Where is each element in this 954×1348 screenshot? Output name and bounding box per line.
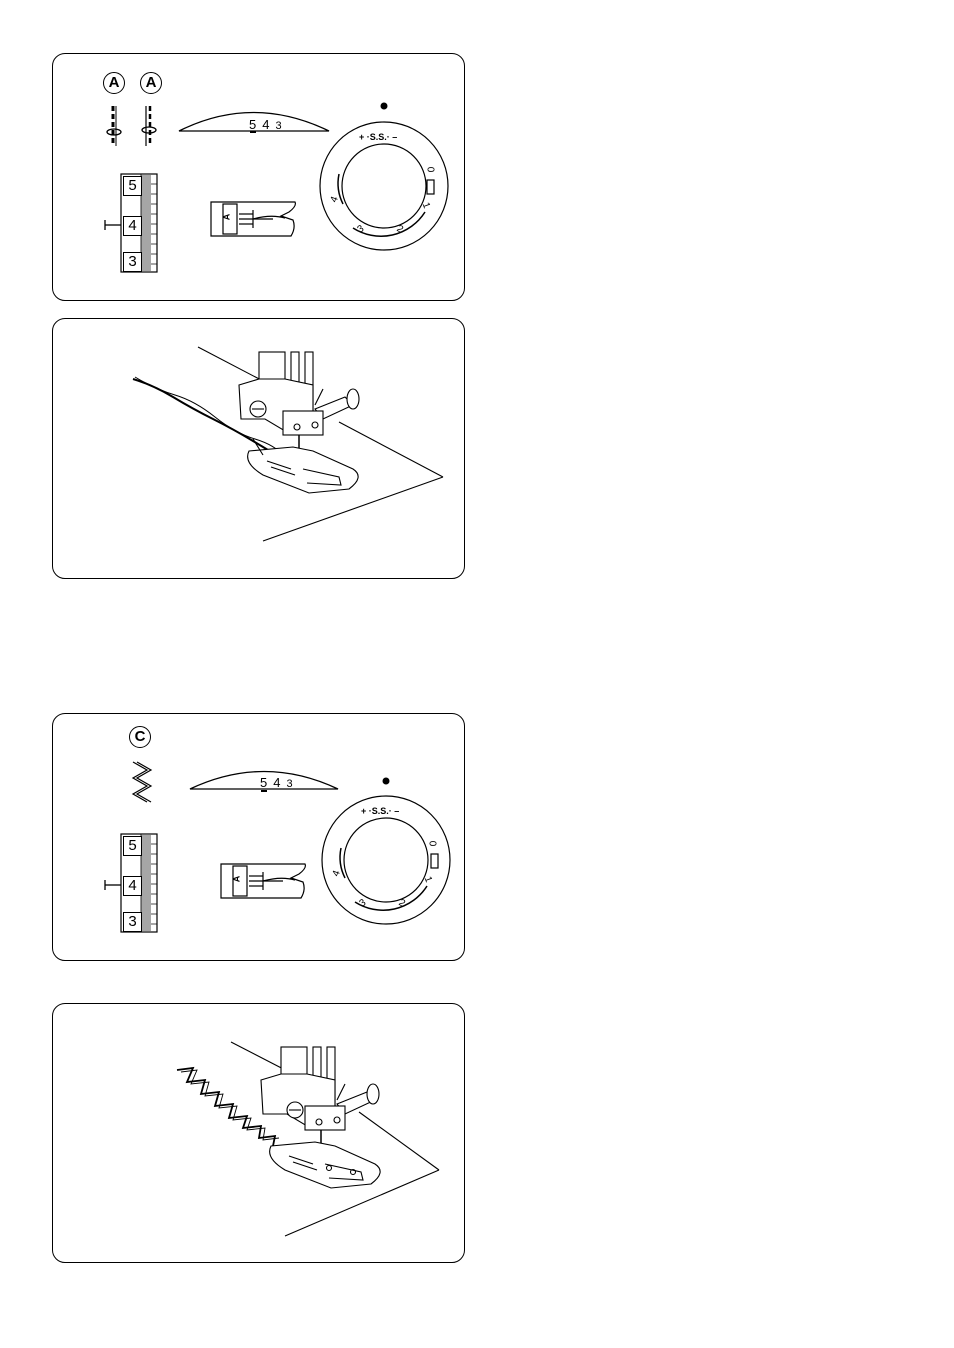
length-scale-value: 4 (123, 216, 142, 236)
stitch-letter-badge: C (129, 726, 151, 748)
presser-foot-illustration-zigzag (52, 1003, 465, 1263)
dial-number: 0 (426, 841, 437, 847)
presser-foot-zigzag-drawing (53, 1004, 464, 1262)
length-scale-value: 5 (123, 836, 142, 856)
length-scale-value: 3 (123, 912, 142, 932)
dial-indicator-dot (381, 103, 388, 110)
length-scale-value: 4 (123, 876, 142, 896)
stitch-letter-badge: A (140, 72, 162, 94)
foot-letter: A (231, 876, 241, 883)
zigzag-stitch-icon (133, 762, 151, 802)
straight-stitch-center-icon (142, 106, 156, 146)
dial-number: 0 (424, 167, 435, 173)
straight-stitch-left-icon (107, 106, 121, 146)
length-scale-value: 5 (123, 176, 142, 196)
dial-indicator-dot (383, 778, 390, 785)
presser-foot-straight-drawing (53, 319, 464, 578)
dial-ss-label: + ·S.S.· – (361, 806, 399, 816)
dial-ss-label: + ·S.S.· – (359, 132, 397, 142)
foot-letter: A (221, 214, 231, 221)
stitch-letter-badge: A (103, 72, 125, 94)
presser-foot-illustration-straight (52, 318, 465, 579)
settings-diagram-zigzag (53, 714, 464, 960)
length-scale-value: 3 (123, 252, 142, 272)
